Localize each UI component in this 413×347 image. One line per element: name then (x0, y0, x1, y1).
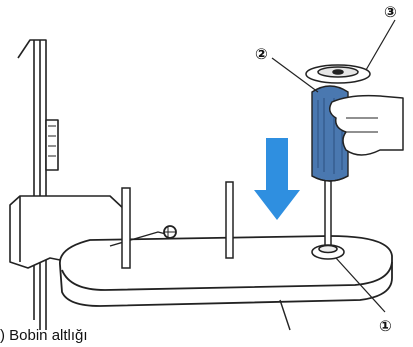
marker-1: ① (379, 317, 392, 335)
marker-2: ② (255, 45, 268, 63)
thread-guide-pole (18, 40, 58, 330)
spool-pin-right (325, 175, 331, 253)
spool-pin-left (122, 188, 130, 268)
down-arrow-icon (254, 138, 300, 220)
marker-3: ③ (384, 3, 397, 21)
caption: ) Bobin altlığı (0, 327, 300, 347)
spool-cushion (312, 245, 344, 259)
spool-pin-center (226, 182, 233, 258)
leader-line-3 (366, 20, 395, 70)
spool-cap (306, 65, 370, 83)
